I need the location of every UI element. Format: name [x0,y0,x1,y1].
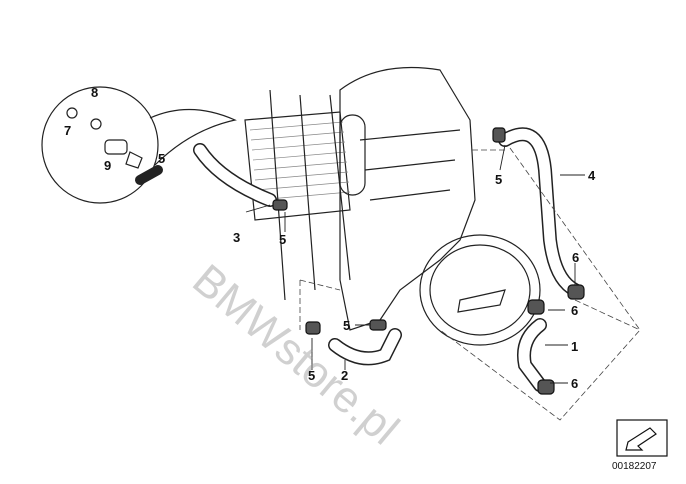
callout-3: 3 [233,230,241,245]
callout-6-bottom: 6 [571,376,579,391]
callout-8: 8 [91,85,99,100]
callout-9: 9 [104,158,112,173]
callout-6-mid: 6 [571,303,579,318]
callout-5-hose4: 5 [495,172,503,187]
callout-5-inset: 5 [158,151,166,166]
callout-2: 2 [341,368,349,383]
callout-5-bottom: 5 [308,368,316,383]
callout-1: 1 [571,339,579,354]
callout-6-top: 6 [572,250,580,265]
orientation-arrow-icon [616,419,668,457]
callout-4: 4 [588,168,596,183]
callout-5-hose2: 5 [343,318,351,333]
detail-inset [41,86,159,204]
diagram-code: 00182207 [612,461,657,472]
callout-5-hose3: 5 [279,232,287,247]
callout-7: 7 [64,123,72,138]
